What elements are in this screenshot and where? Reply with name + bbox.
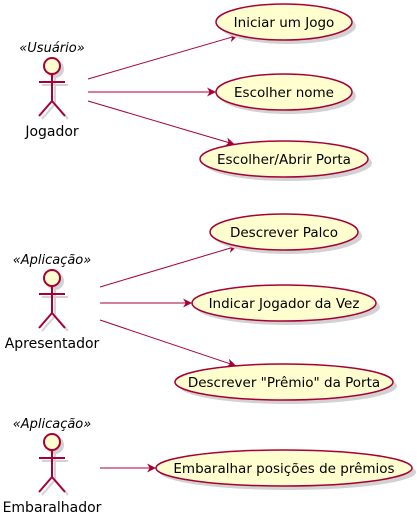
association-jogador-escolher-porta	[87, 100, 235, 147]
usecase-ellipse	[215, 73, 353, 111]
associations	[87, 33, 239, 473]
usecase-ellipse	[199, 140, 369, 178]
actors: «Usuário»Jogador«Aplicação»Apresentador«…	[3, 41, 102, 516]
usecase-label: Embaralhar posições de prêmios	[173, 461, 394, 477]
usecase-escolher-nome: Escolher nome	[215, 73, 356, 114]
jogador-actor: «Usuário» Jogador	[19, 41, 84, 140]
actor-name: Jogador	[24, 124, 79, 140]
embaralhador-actor: «Aplicação» Embaralhador	[3, 417, 102, 516]
actor-head	[43, 269, 61, 287]
usecase-embaralhar: Embaralhar posições de prêmios	[155, 449, 416, 490]
usecase-ellipse	[191, 284, 377, 322]
actor-head	[43, 57, 61, 75]
actor-name: Embaralhador	[3, 500, 102, 516]
usecase-ellipse	[209, 213, 359, 251]
actor-name: Apresentador	[5, 336, 100, 352]
association-apresentador-descrever-palco	[99, 244, 238, 288]
actor-stereotype: «Usuário»	[19, 41, 84, 56]
usecase-label: Escolher/Abrir Porta	[217, 152, 351, 168]
actor-body	[38, 450, 66, 493]
usecase-label: Escolher nome	[234, 85, 334, 101]
association-apresentador-descrever-premio	[99, 319, 237, 368]
usecase-descrever-palco: Descrever Palco	[209, 213, 362, 254]
actor-head	[43, 433, 61, 451]
actor-body	[38, 286, 66, 329]
usecase-label: Indicar Jogador da Vez	[209, 296, 360, 312]
usecase-label: Descrever Palco	[230, 225, 338, 241]
usecase-escolher-porta: Escolher/Abrir Porta	[199, 140, 372, 181]
usecase-ellipse	[215, 3, 353, 41]
actor-stereotype: «Aplicação»	[13, 417, 92, 432]
usecase-iniciar: Iniciar um Jogo	[215, 3, 356, 44]
usecase-ellipse	[155, 449, 413, 487]
association-jogador-iniciar	[87, 33, 239, 80]
actor-stereotype: «Aplicação»	[13, 253, 92, 268]
usecase-indicar-jogador: Indicar Jogador da Vez	[191, 284, 380, 325]
usecase-label: Iniciar um Jogo	[234, 15, 335, 31]
usecase-descrever-premio: Descrever "Prêmio" da Porta	[174, 363, 397, 404]
usecase-label: Descrever "Prêmio" da Porta	[188, 375, 380, 391]
actor-body	[38, 74, 66, 117]
usecase-ellipse	[174, 363, 394, 401]
apresentador-actor: «Aplicação» Apresentador	[5, 253, 100, 352]
